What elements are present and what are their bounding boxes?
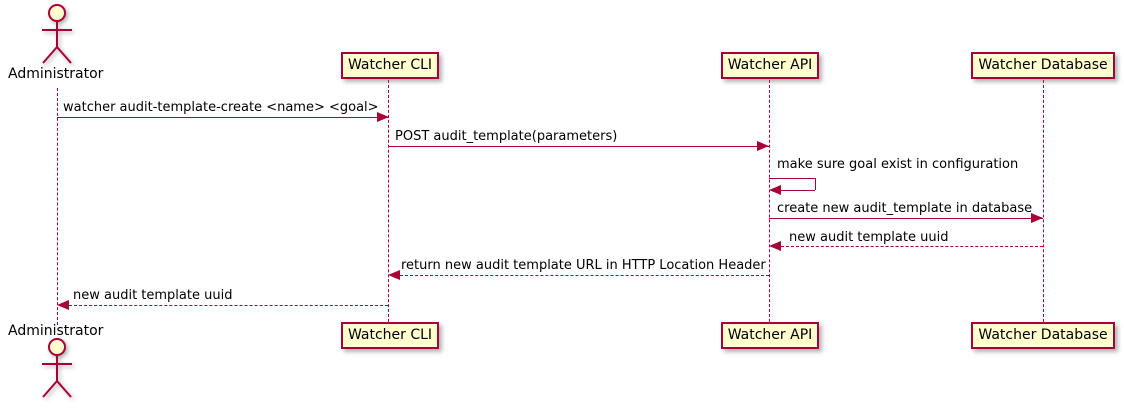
message-arrow-line bbox=[769, 218, 1043, 219]
arrowhead-left-icon bbox=[57, 300, 69, 310]
actor-label: Administrator bbox=[8, 323, 104, 339]
lifeline-administrator bbox=[57, 88, 58, 325]
participant-watcher-database: Watcher Database bbox=[971, 322, 1115, 349]
lifeline-watcher-api bbox=[769, 80, 770, 322]
arrowhead-right-icon bbox=[757, 141, 769, 151]
message-label: make sure goal exist in configuration bbox=[777, 157, 1019, 172]
message-arrow-line bbox=[388, 146, 769, 147]
message-arrow-line bbox=[57, 117, 389, 118]
message-label: new audit template uuid bbox=[73, 288, 233, 303]
participant-watcher-database: Watcher Database bbox=[971, 52, 1115, 79]
actor-label: Administrator bbox=[8, 66, 104, 82]
message-label: create new audit_template in database bbox=[777, 201, 1033, 216]
message-return-line bbox=[69, 305, 388, 306]
message-label: watcher audit-template-create <name> <go… bbox=[63, 100, 379, 115]
arrowhead-left-icon bbox=[769, 241, 781, 251]
participant-watcher-cli: Watcher CLI bbox=[341, 52, 439, 79]
arrowhead-left-icon bbox=[388, 270, 400, 280]
lifeline-watcher-cli bbox=[388, 80, 389, 322]
message-label: new audit template uuid bbox=[789, 230, 949, 245]
actor-icon bbox=[42, 4, 72, 64]
arrowhead-left-icon bbox=[769, 185, 781, 195]
message-label: POST audit_template(parameters) bbox=[395, 129, 618, 144]
participant-watcher-api: Watcher API bbox=[721, 52, 819, 79]
arrowhead-right-icon bbox=[377, 112, 389, 122]
message-return-line bbox=[400, 275, 769, 276]
self-message-line bbox=[769, 178, 815, 179]
actor-icon bbox=[42, 338, 72, 398]
self-message-line bbox=[779, 190, 815, 191]
self-message-line bbox=[815, 178, 816, 190]
participant-watcher-api: Watcher API bbox=[721, 322, 819, 349]
lifeline-watcher-database bbox=[1043, 80, 1044, 322]
arrowhead-right-icon bbox=[1031, 213, 1043, 223]
participant-watcher-cli: Watcher CLI bbox=[341, 322, 439, 349]
message-return-line bbox=[781, 246, 1043, 247]
message-label: return new audit template URL in HTTP Lo… bbox=[401, 258, 766, 273]
